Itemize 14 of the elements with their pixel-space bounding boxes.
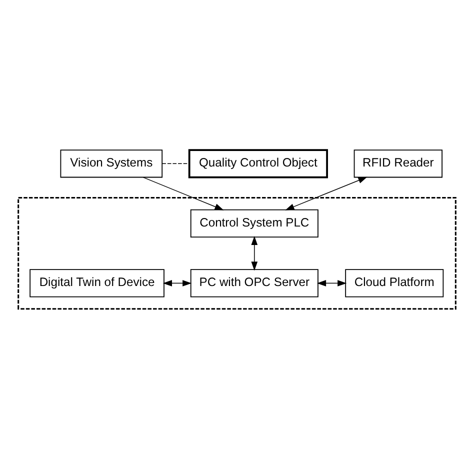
arrow: [285, 176, 368, 210]
node-box: RFID Reader: [354, 150, 442, 178]
node-box: Vision Systems: [60, 150, 163, 178]
connector: [162, 163, 190, 164]
cluster: [18, 196, 456, 310]
node-box: Cloud Platform: [345, 269, 444, 298]
node-box: Quality Control Object: [188, 149, 328, 178]
arrow: [316, 280, 347, 286]
arrow: [162, 280, 192, 286]
node-box: Control System PLC: [190, 209, 318, 238]
node-box: Digital Twin of Device: [30, 269, 164, 298]
node-box: PC with OPC Server: [190, 269, 318, 298]
arrow: [142, 176, 224, 210]
arrow: [251, 236, 258, 271]
